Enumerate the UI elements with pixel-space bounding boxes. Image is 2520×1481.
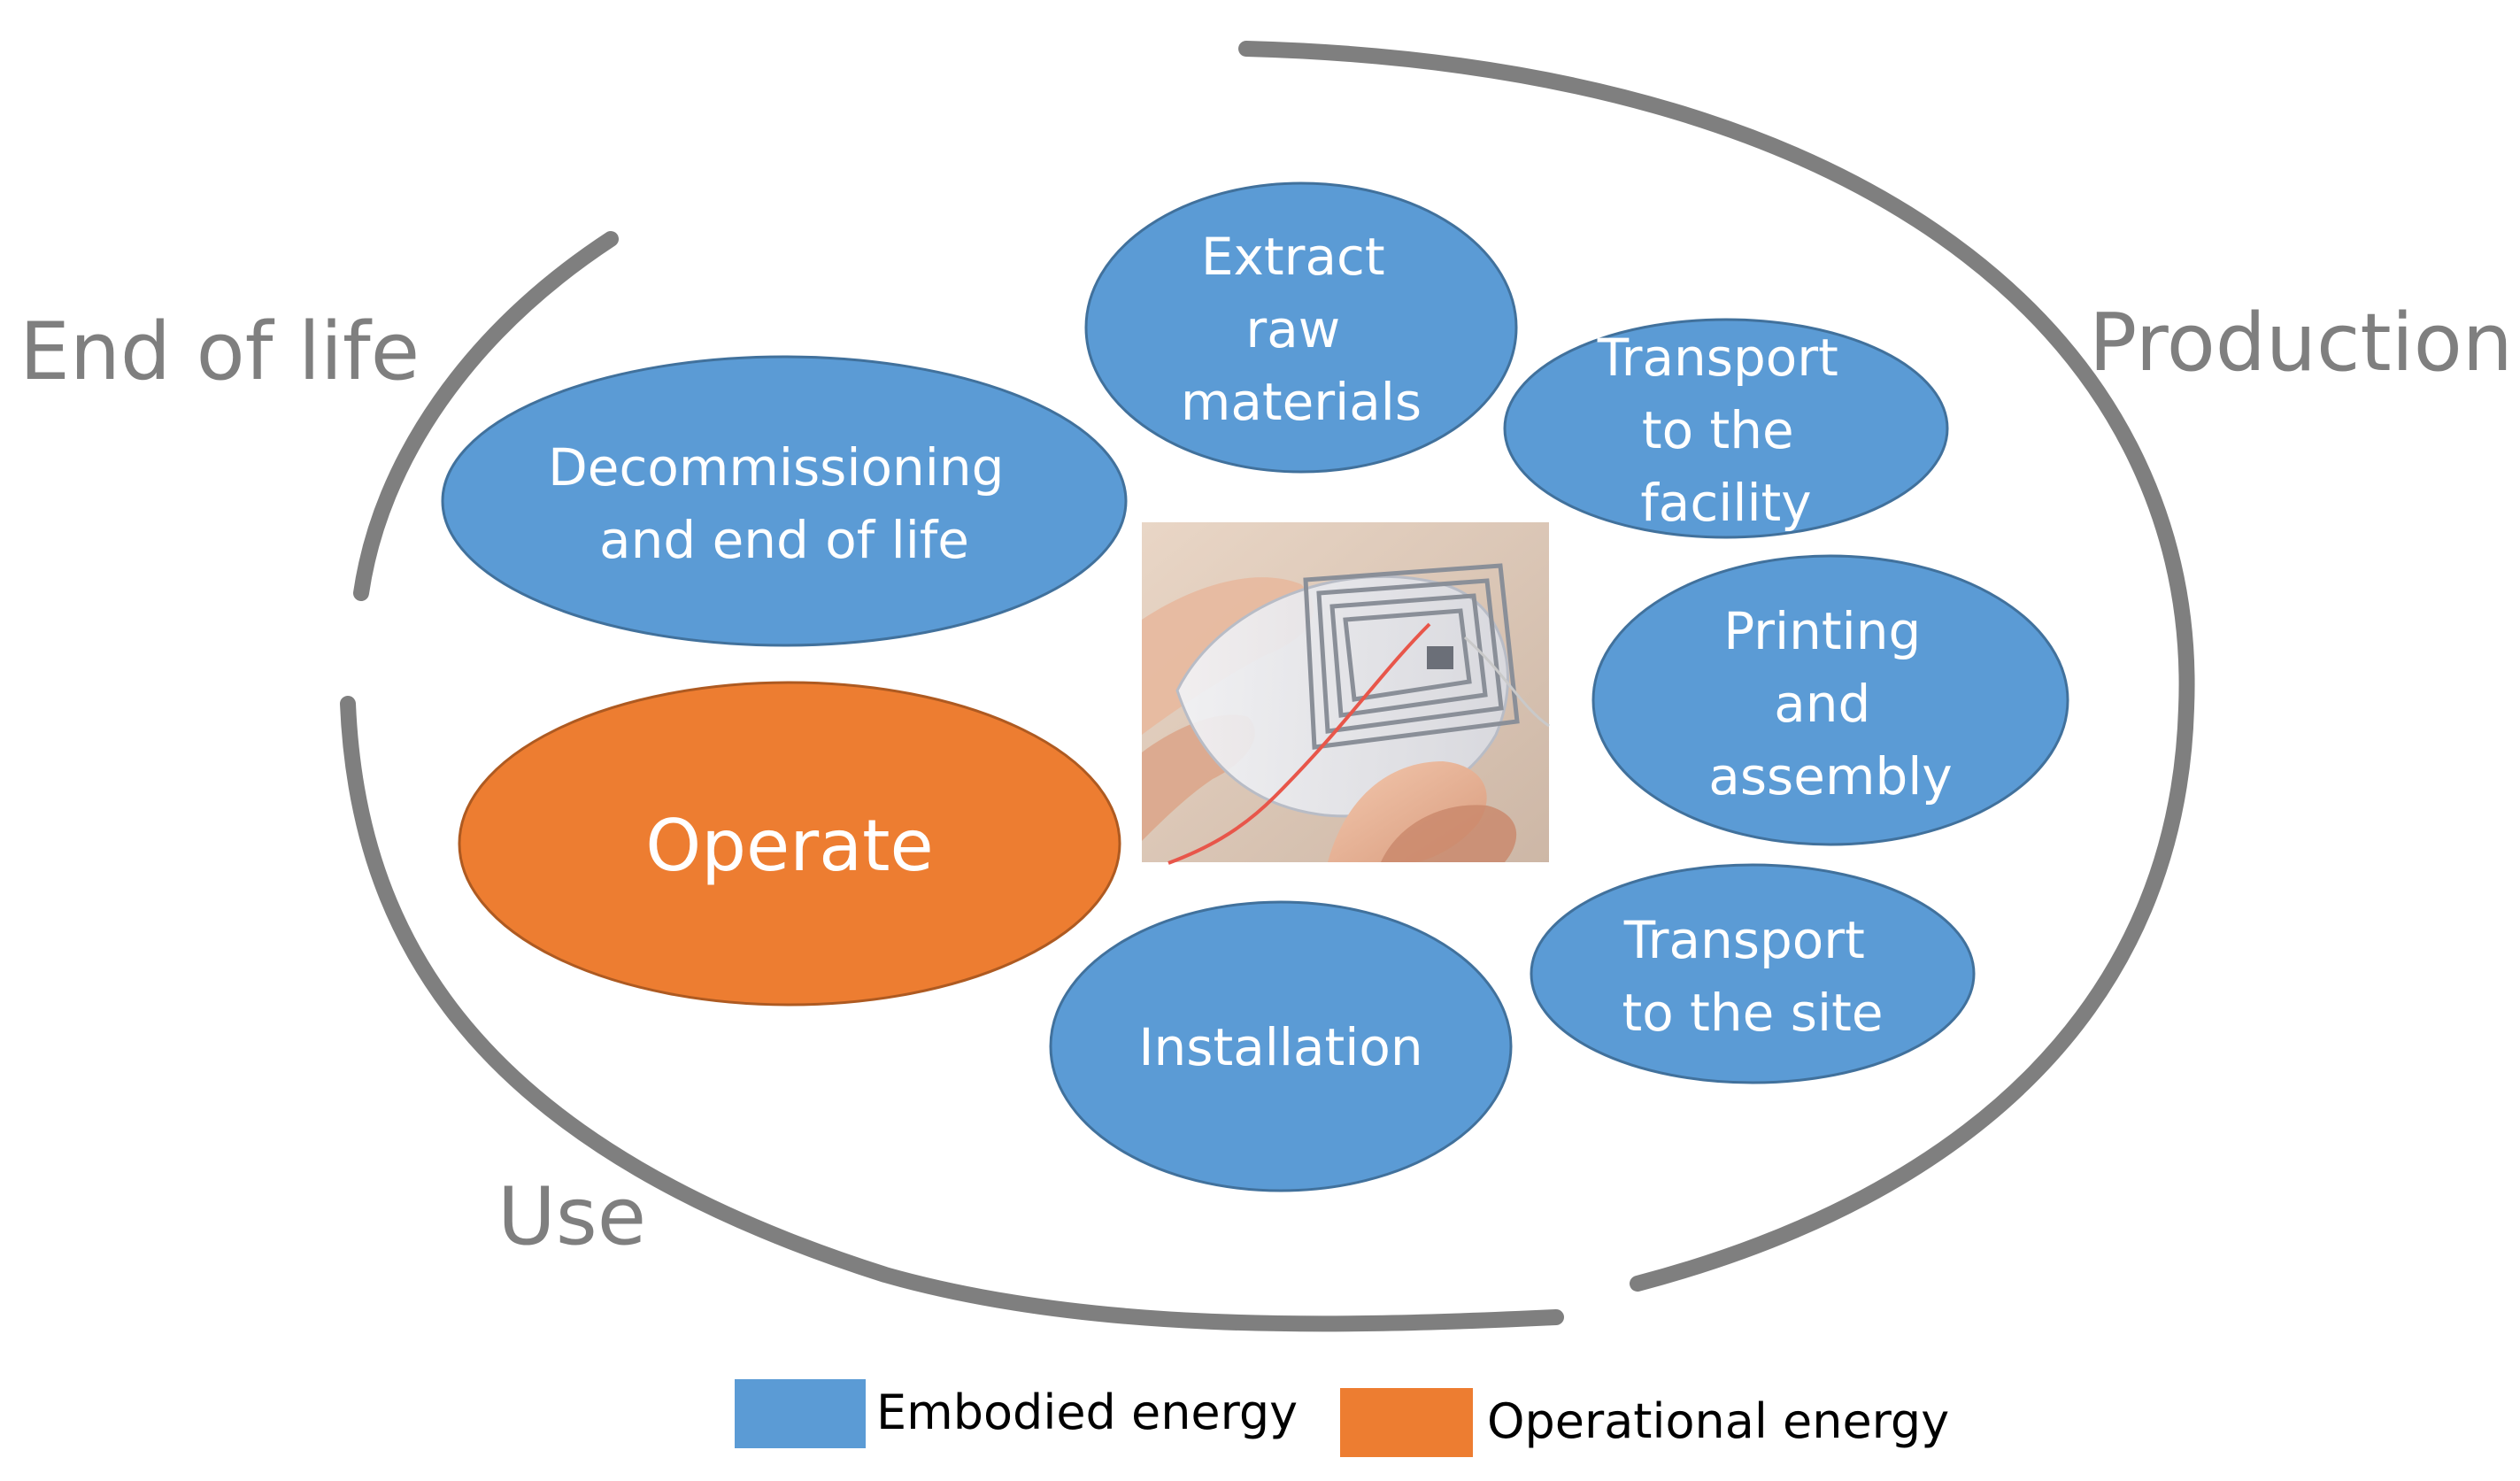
stage-line: Operate: [645, 805, 933, 887]
legend-item-operational: Operational energy: [1340, 1388, 1949, 1457]
use-arc: [340, 696, 1564, 1332]
lifecycle-ring: [340, 41, 2195, 1332]
stage-line: Transport: [1597, 328, 1838, 388]
stage-line: Decommissioning: [548, 437, 1004, 498]
stage-bubble: [1591, 554, 2069, 846]
svg-text:Transport to the f: Transport to the facility: [1597, 328, 1855, 533]
legend-swatch-embodied: [735, 1379, 866, 1448]
stage-line: Installation: [1138, 1017, 1422, 1077]
svg-text:Installation: Installation: [1138, 1017, 1422, 1077]
svg-text:Transport to the site: Transport to the site: [1622, 910, 1883, 1043]
stage-line: to the: [1642, 400, 1794, 460]
stage-extract-raw-materials: Extract raw materials: [1084, 181, 1518, 474]
legend-label-embodied: Embodied energy: [876, 1385, 1298, 1440]
stage-transport-to-site: Transport to the site: [1530, 863, 1976, 1084]
stage-line: and end of life: [599, 510, 969, 570]
stage-line: and: [1774, 674, 1870, 734]
stage-line: Extract: [1201, 227, 1385, 287]
stage-line: raw: [1245, 299, 1340, 359]
svg-text:Extract raw materi: Extract raw materials: [1181, 227, 1422, 432]
end-of-life-label: End of life: [19, 305, 420, 398]
flexible-electronics-photo: [1142, 522, 1550, 865]
stage-line: Printing: [1723, 601, 1921, 661]
stage-bubble: [1084, 181, 1518, 474]
legend-item-embodied: Embodied energy: [735, 1379, 1298, 1448]
stage-bubble: [1503, 318, 1949, 539]
production-label: Production: [2089, 297, 2513, 390]
stage-line: to the site: [1622, 983, 1883, 1043]
legend: Embodied energy Operational energy: [735, 1379, 1949, 1457]
stage-printing-assembly: Printing and assembly: [1591, 554, 2069, 846]
stage-bubble: [458, 681, 1121, 1007]
stage-line: facility: [1640, 473, 1811, 533]
stage-decommissioning: Decommissioning and end of life: [441, 355, 1128, 647]
legend-swatch-operational: [1340, 1388, 1473, 1457]
end-of-life-arc: [353, 231, 619, 601]
stage-bubble: [1530, 863, 1976, 1084]
stage-transport-to-facility: Transport to the facility: [1503, 318, 1949, 539]
production-arc: [1238, 41, 2195, 1292]
stage-line: assembly: [1708, 746, 1952, 806]
use-label: Use: [497, 1170, 646, 1263]
stage-line: Transport: [1623, 910, 1865, 970]
svg-text:Decommissioning and end: Decommissioning and end of life: [548, 437, 1021, 570]
stage-bubble: [1049, 900, 1513, 1192]
stage-operate: Operate: [458, 681, 1121, 1007]
stage-installation: Installation: [1049, 900, 1513, 1192]
legend-label-operational: Operational energy: [1487, 1393, 1949, 1449]
svg-text:Printing and assem: Printing and assembly: [1708, 601, 1952, 806]
svg-text:Operate: Operate: [645, 805, 933, 887]
stage-line: materials: [1181, 372, 1422, 432]
stage-bubble: [441, 355, 1128, 647]
